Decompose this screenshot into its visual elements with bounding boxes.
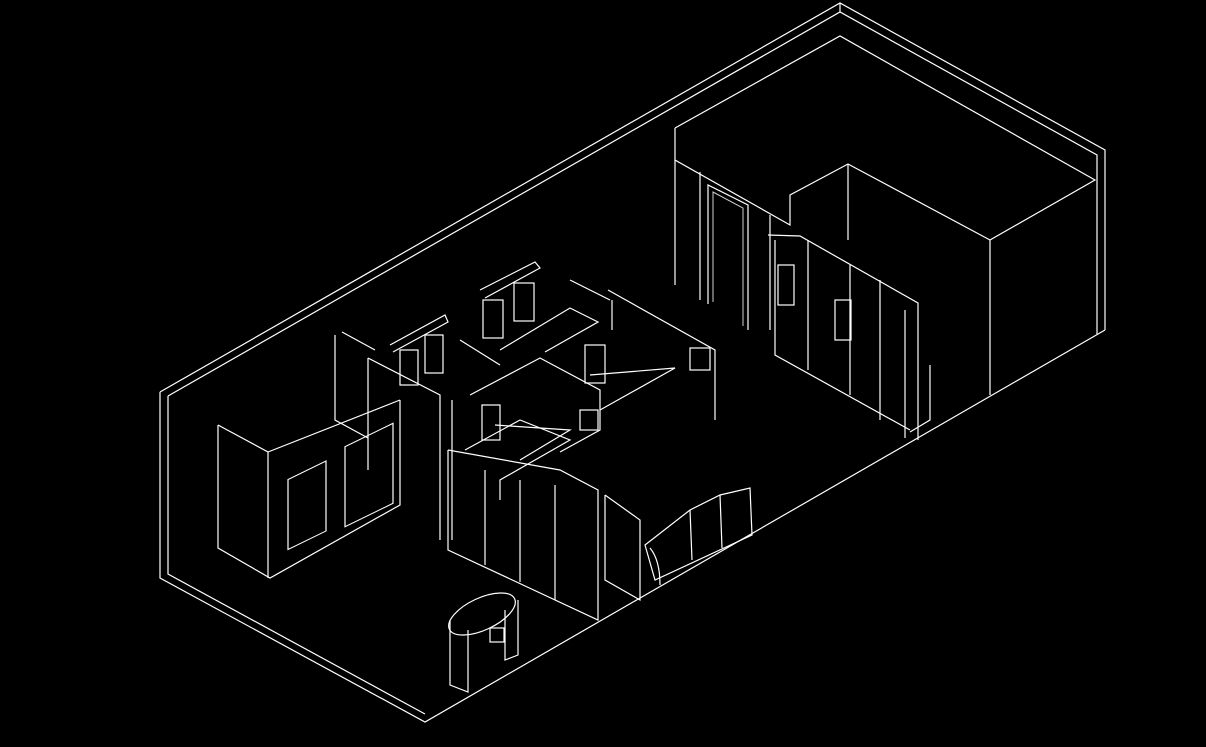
back-room-block: [674, 35, 1097, 395]
waiting-chairs: [644, 487, 753, 586]
outer-room-shell: [159, 2, 1106, 723]
workstation-cluster: [334, 261, 716, 540]
reception-table: [448, 592, 519, 693]
door: [707, 184, 771, 330]
restroom-partitions: [767, 234, 931, 440]
storage-cabinets: [217, 399, 401, 579]
lockers: [447, 449, 641, 621]
